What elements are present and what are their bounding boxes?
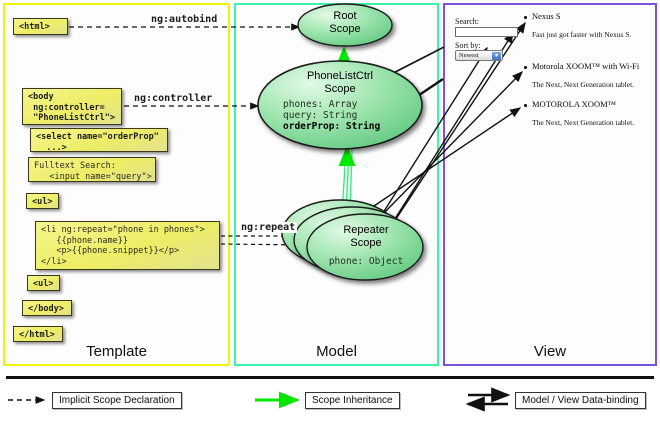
view-sort-label: Sort by: (455, 41, 481, 50)
phone-bullet-3 (524, 104, 527, 107)
sort-select-value: Newest (459, 52, 479, 59)
phone-name-2[interactable]: Motorola XOOM™ with Wi-Fi (532, 61, 640, 71)
phone-bullet-2 (524, 66, 527, 69)
wire-label-ng-controller: ng:controller (132, 93, 215, 104)
legend-divider (6, 376, 654, 379)
chevron-down-icon: ▾ (492, 52, 501, 60)
phone-snippet-3: The Next, Next Generation tablet. (532, 118, 635, 127)
legend-item-implicit: Implicit Scope Declaration (52, 392, 182, 409)
phone-name-1[interactable]: Nexus S (532, 11, 561, 21)
code-box-ul-open: <ul> (26, 193, 59, 209)
legend-item-inheritance: Scope Inheritance (305, 392, 400, 409)
wire-label-ng-autobind: ng:autobind (149, 14, 220, 25)
panel-model-label: Model (316, 343, 357, 360)
code-box-html-open: <html> (13, 18, 68, 35)
phone-snippet-2: The Next, Next Generation tablet. (532, 80, 635, 89)
search-input[interactable] (455, 27, 518, 37)
code-box-li-repeat: <li ng:repeat="phone in phones"> {{phone… (35, 221, 220, 270)
code-box-body-open: <body ng:controller= "PhoneListCtrl"> (22, 88, 122, 125)
panel-template-label: Template (86, 343, 147, 360)
view-search-label: Search: (455, 17, 479, 26)
code-box-body-close: </body> (22, 300, 72, 316)
phone-snippet-1: Fast just got faster with Nexus S. (532, 30, 632, 39)
panel-model: Model (234, 3, 439, 366)
sort-select[interactable]: Newest ▾ (455, 50, 503, 61)
wire-label-ng-repeat: ng:repeat (239, 222, 298, 233)
phone-name-3[interactable]: MOTOROLA XOOM™ (532, 99, 616, 109)
legend-item-databinding: Model / View Data-binding (515, 392, 646, 409)
panel-view-label: View (533, 343, 567, 360)
code-box-html-close: </html> (13, 326, 63, 342)
legend-glyph-databinding (465, 387, 511, 412)
code-box-ul-close: <ul> (27, 275, 60, 291)
code-box-select: <select name="orderProp" ...> (30, 128, 168, 153)
code-box-search-input: Fulltext Search: <input name="query"> (28, 157, 156, 182)
phone-bullet-1 (524, 16, 527, 19)
